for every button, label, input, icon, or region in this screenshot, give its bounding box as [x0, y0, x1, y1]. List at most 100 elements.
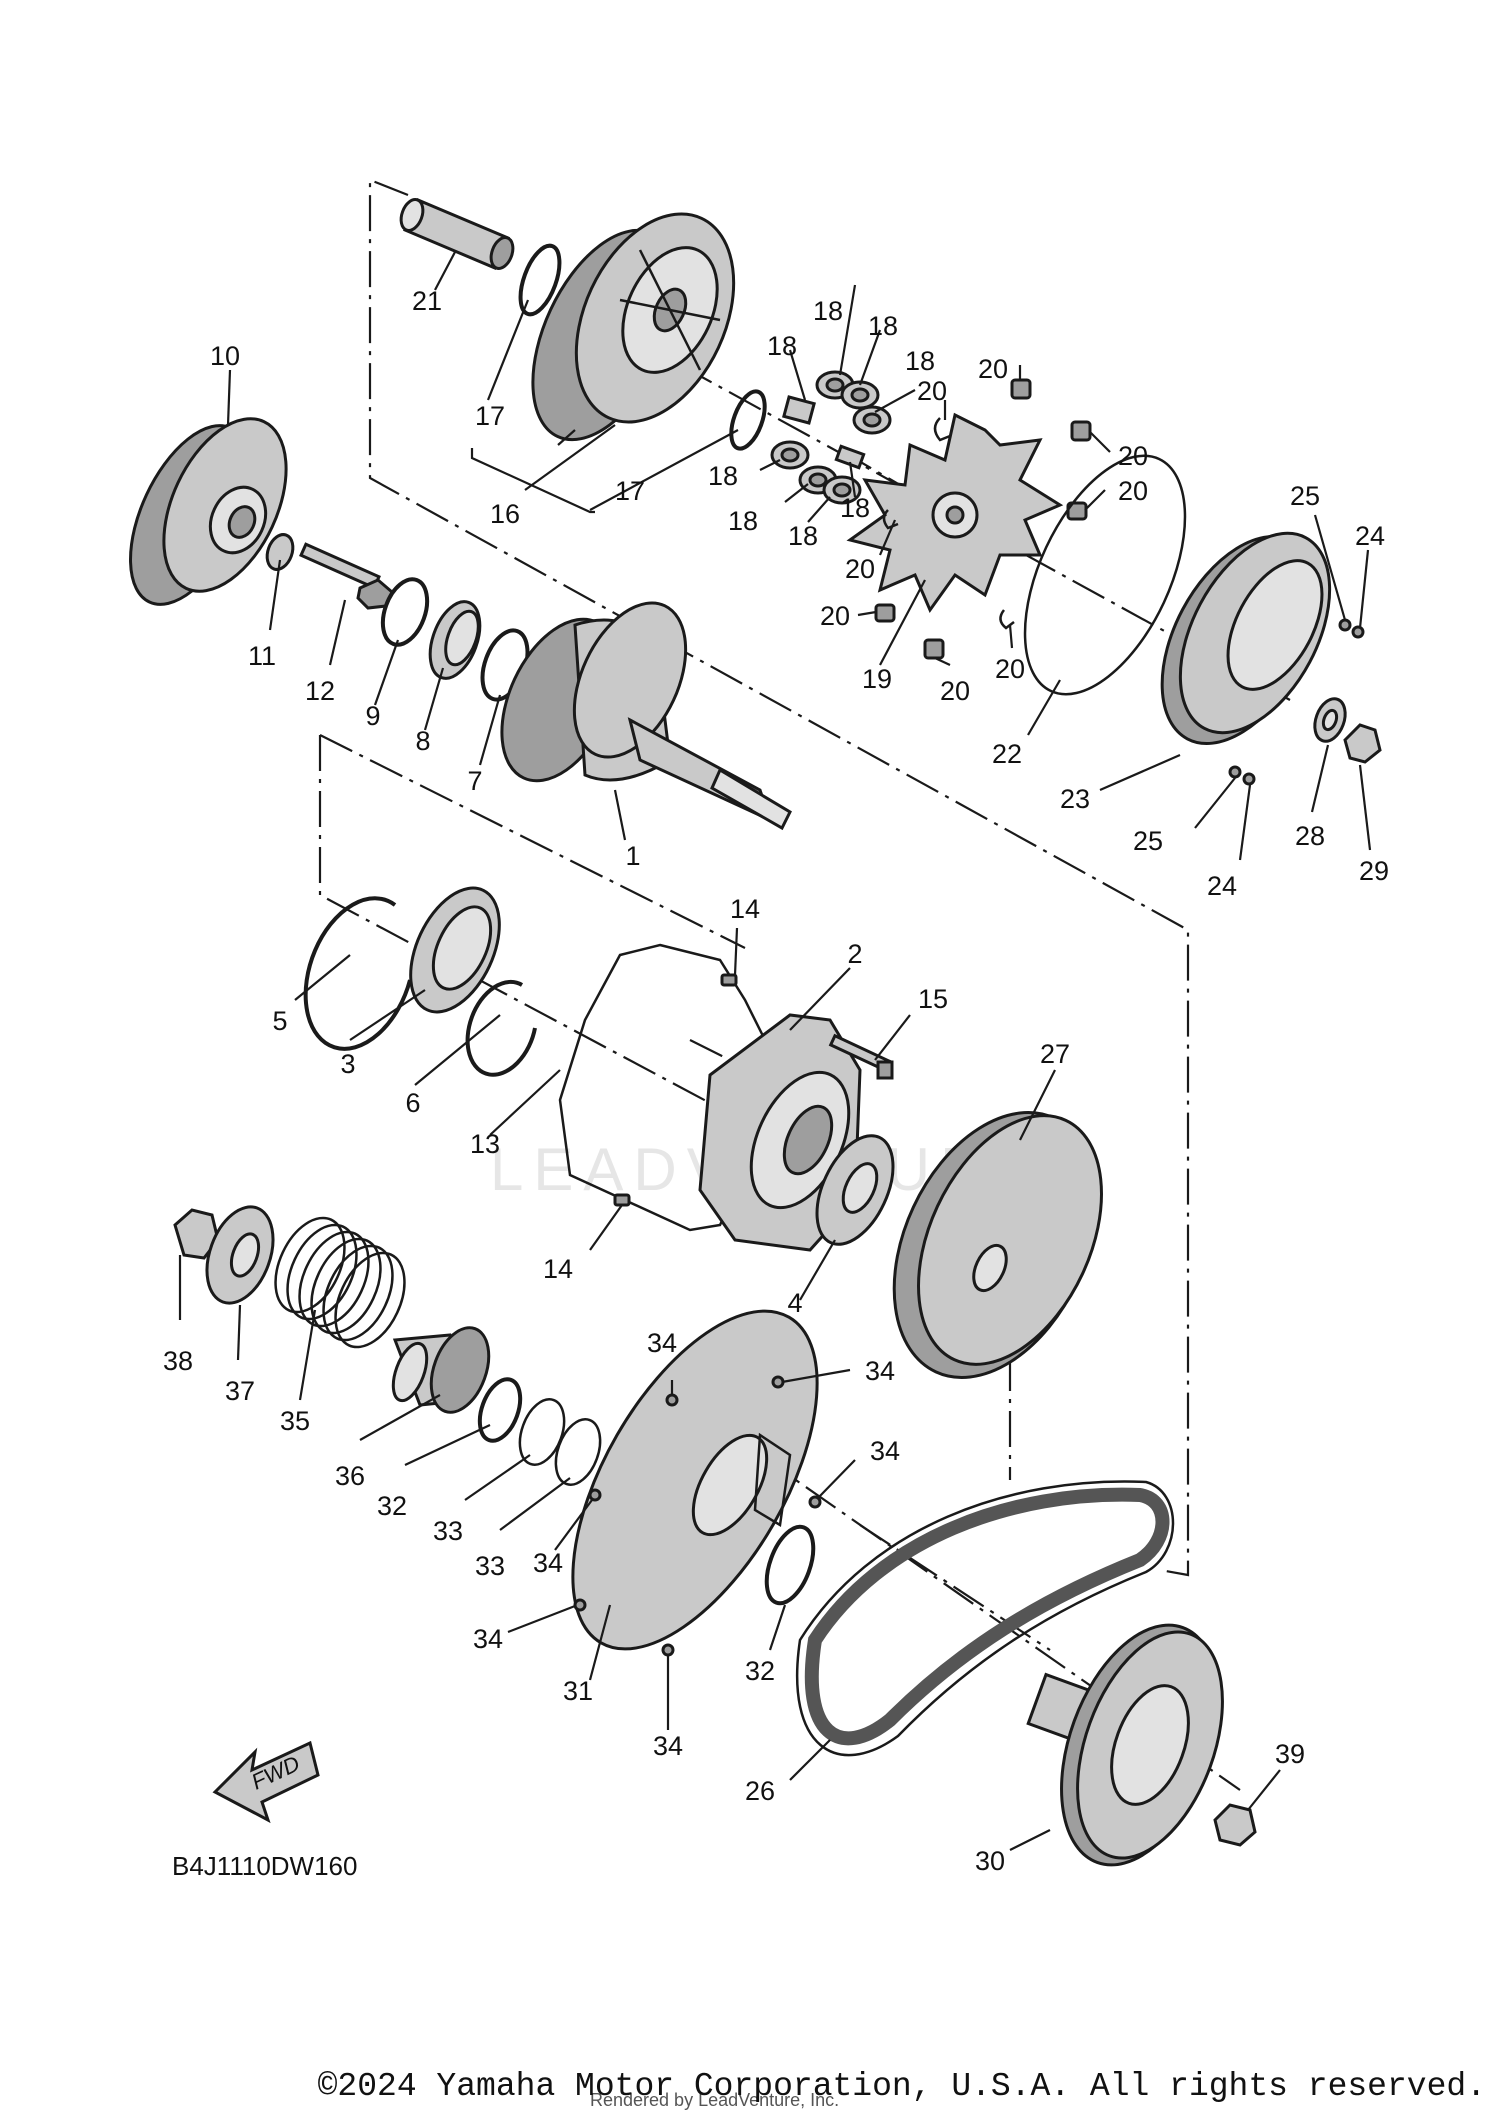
- part-4-washer: [815, 1134, 895, 1246]
- fwd-arrow-icon: FWD: [212, 1740, 320, 1824]
- callout-20: 20: [978, 354, 1008, 384]
- callout-34: 34: [647, 1328, 677, 1358]
- callout-35: 35: [280, 1406, 310, 1436]
- part-15-bolt: [828, 1033, 894, 1080]
- part-9-ring: [380, 577, 430, 647]
- part-23-cover-plate: [1160, 531, 1332, 745]
- copyright-notice: ©2024 Yamaha Motor Corporation, U.S.A. A…: [317, 2068, 1486, 2105]
- part-16-primary-fixed-sheave: [531, 212, 736, 442]
- part-22-gasket: [1023, 454, 1187, 696]
- part-33-o-ring-b: [554, 1418, 602, 1486]
- part-20-sliders: [874, 378, 1092, 660]
- callout-33: 33: [475, 1551, 505, 1581]
- callout-22: 22: [992, 739, 1022, 769]
- callout-20: 20: [917, 376, 947, 406]
- part-10-clutch-drum: [129, 417, 288, 606]
- part-21-collar-sleeve: [399, 198, 515, 270]
- callout-12: 12: [305, 676, 335, 706]
- callout-18: 18: [840, 493, 870, 523]
- callout-34: 34: [870, 1436, 900, 1466]
- callout-18: 18: [708, 461, 738, 491]
- callout-20: 20: [1118, 476, 1148, 506]
- part-13-gasket: [558, 943, 777, 1232]
- part-8-needle-bearing: [428, 600, 482, 680]
- callout-14: 14: [543, 1254, 573, 1284]
- callout-33: 33: [433, 1516, 463, 1546]
- callout-labels: 21 17 16 17 18 18 18 18 18 18 18 18 20 2…: [163, 286, 1389, 1876]
- callout-20: 20: [940, 676, 970, 706]
- parts-24-25-pins: [1228, 618, 1365, 786]
- part-29-nut: [1343, 723, 1382, 764]
- part-14-dowel-upper: [720, 973, 738, 987]
- part-32-ring-right: [764, 1524, 816, 1606]
- callout-28: 28: [1295, 821, 1325, 851]
- callout-18: 18: [813, 296, 843, 326]
- callout-31: 31: [563, 1676, 593, 1706]
- callout-34: 34: [865, 1356, 895, 1386]
- callout-23: 23: [1060, 784, 1090, 814]
- callout-16: 16: [490, 499, 520, 529]
- part-39-nut: [1213, 1803, 1257, 1847]
- callout-19: 19: [862, 664, 892, 694]
- part-30-secondary-fixed-sheave: [1026, 1623, 1224, 1867]
- callout-37: 37: [225, 1376, 255, 1406]
- part-5-circlip: [303, 896, 412, 1051]
- part-32-ring-left: [477, 1377, 523, 1443]
- callout-27: 27: [1040, 1039, 1070, 1069]
- part-14-dowel-lower: [613, 1193, 631, 1207]
- diagram-code: B4J1110DW160: [172, 1851, 357, 1881]
- part-6-circlip: [465, 979, 537, 1077]
- callout-14: 14: [730, 894, 760, 924]
- callout-18: 18: [767, 331, 797, 361]
- callout-17: 17: [615, 476, 645, 506]
- part-17-o-ring-lower: [729, 389, 767, 451]
- callout-29: 29: [1359, 856, 1389, 886]
- part-2-case: [698, 1013, 862, 1252]
- part-12-bolt: [299, 542, 394, 610]
- callout-2: 2: [847, 939, 862, 969]
- callout-36: 36: [335, 1461, 365, 1491]
- callout-34: 34: [653, 1731, 683, 1761]
- callout-7: 7: [467, 766, 482, 796]
- callout-32: 32: [745, 1656, 775, 1686]
- part-28-washer-hole: [1321, 708, 1339, 732]
- callout-4: 4: [787, 1288, 802, 1318]
- callout-24: 24: [1355, 521, 1385, 551]
- callout-1: 1: [625, 841, 640, 871]
- part-36-spring-seat: [391, 1326, 491, 1414]
- part-27-movable-sheave: [892, 1111, 1103, 1379]
- callout-38: 38: [163, 1346, 193, 1376]
- part-17-o-ring-upper: [518, 243, 562, 317]
- callout-9: 9: [365, 701, 380, 731]
- callout-26: 26: [745, 1776, 775, 1806]
- part-35-spring: [274, 1216, 406, 1349]
- callout-11: 11: [248, 641, 276, 671]
- callout-34: 34: [533, 1548, 563, 1578]
- callout-13: 13: [470, 1129, 500, 1159]
- assembly-center-lines: [318, 178, 1291, 1791]
- part-3-bearing: [409, 886, 501, 1014]
- callout-17: 17: [475, 401, 505, 431]
- callout-15: 15: [918, 984, 948, 1014]
- callout-18: 18: [788, 521, 818, 551]
- callout-20: 20: [820, 601, 850, 631]
- callout-21: 21: [412, 286, 442, 316]
- callout-20: 20: [1118, 441, 1148, 471]
- callout-8: 8: [415, 726, 430, 756]
- callout-32: 32: [377, 1491, 407, 1521]
- callout-39: 39: [1275, 1739, 1305, 1769]
- callout-10: 10: [210, 341, 240, 371]
- callout-34: 34: [473, 1624, 503, 1654]
- callout-18: 18: [868, 311, 898, 341]
- callout-24: 24: [1207, 871, 1237, 901]
- callout-25: 25: [1133, 826, 1163, 856]
- part-31-secondary-sheave: [571, 1309, 819, 1651]
- part-18-rollers: [770, 370, 892, 505]
- callout-3: 3: [340, 1049, 355, 1079]
- callout-18: 18: [905, 346, 935, 376]
- part-26-drive-belt: [795, 1480, 1175, 1757]
- callout-25: 25: [1290, 481, 1320, 511]
- callout-20: 20: [995, 654, 1025, 684]
- part-19-cam-plate: [846, 412, 1064, 614]
